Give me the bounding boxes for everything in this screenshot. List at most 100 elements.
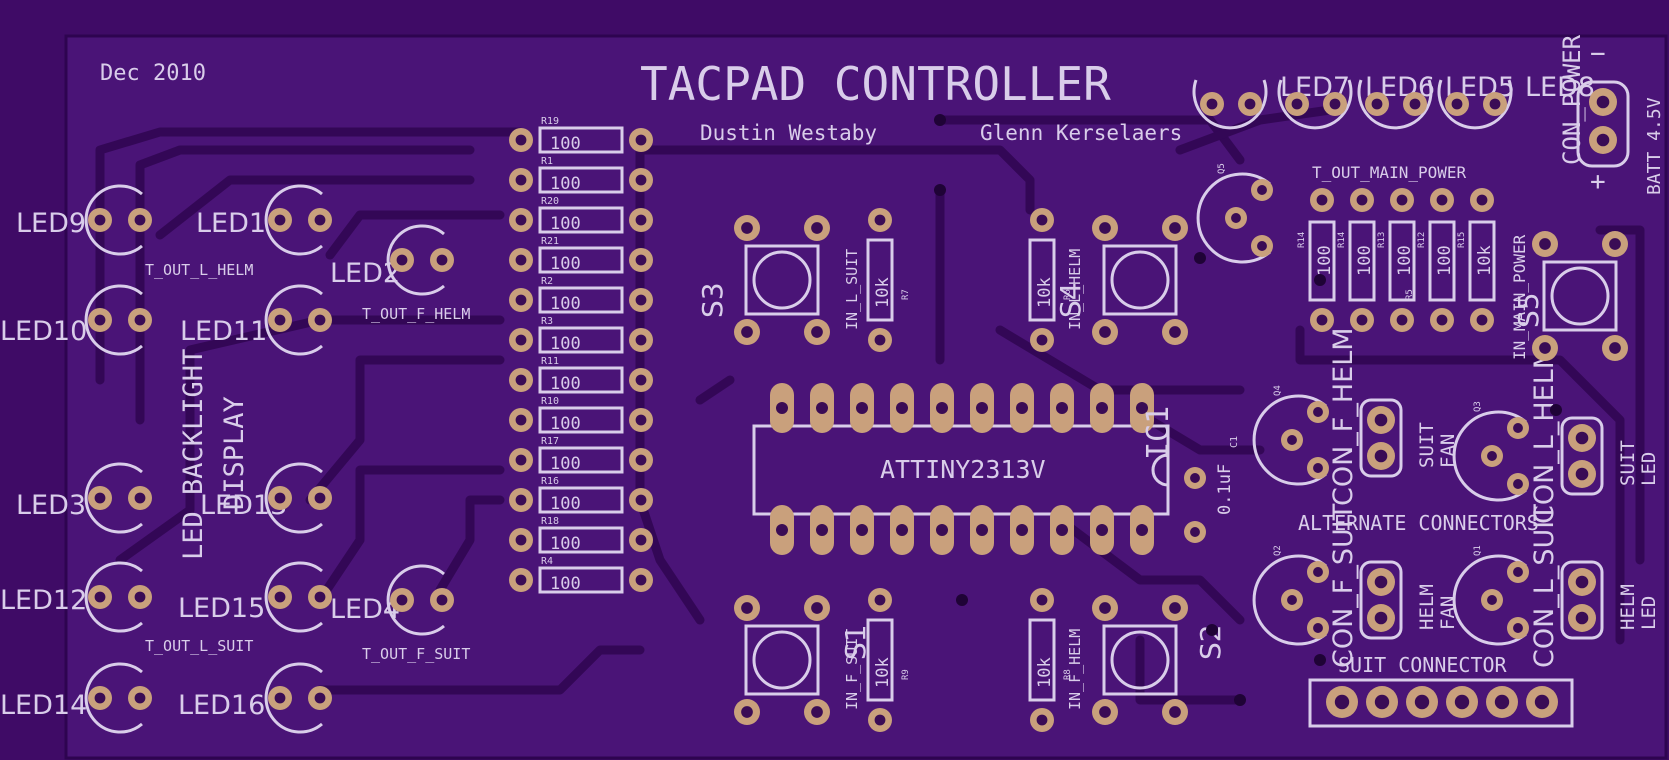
ic-pin-top[interactable] <box>1050 383 1074 433</box>
led-pad-anode[interactable] <box>1445 92 1469 116</box>
led-pad-cathode[interactable] <box>308 585 332 609</box>
ic-pin-top[interactable] <box>970 383 994 433</box>
led-pad-anode[interactable] <box>88 585 112 609</box>
resistor-pad[interactable] <box>629 128 653 152</box>
transistor-pad[interactable] <box>1281 429 1303 451</box>
transistor-pad[interactable] <box>1507 473 1529 495</box>
resistor-pad[interactable] <box>509 568 533 592</box>
connector-pad[interactable] <box>1367 604 1395 632</box>
led-pad-cathode[interactable] <box>1238 92 1262 116</box>
ic-pin-bottom[interactable] <box>1010 505 1034 555</box>
power-resistor-pad[interactable] <box>1470 308 1494 332</box>
transistor-pad[interactable] <box>1307 561 1329 583</box>
resistor-pad[interactable] <box>509 248 533 272</box>
connector-pad[interactable] <box>1568 424 1596 452</box>
led-pad-cathode[interactable] <box>308 486 332 510</box>
resistor-pad[interactable] <box>629 448 653 472</box>
led-pad-anode[interactable] <box>1200 92 1224 116</box>
resistor-pad[interactable] <box>629 568 653 592</box>
connector-pad[interactable] <box>1568 460 1596 488</box>
resistor-pad[interactable] <box>629 168 653 192</box>
led-pad-cathode[interactable] <box>128 308 152 332</box>
transistor-pad[interactable] <box>1307 617 1329 639</box>
ic-pin-bottom[interactable] <box>970 505 994 555</box>
switch-pad[interactable] <box>1162 319 1188 345</box>
resistor-pad[interactable] <box>629 208 653 232</box>
led-pad-cathode[interactable] <box>128 208 152 232</box>
transistor-pad[interactable] <box>1481 589 1503 611</box>
ic-pin-bottom[interactable] <box>850 505 874 555</box>
ic-pin-top[interactable] <box>930 383 954 433</box>
led-pad-anode[interactable] <box>88 486 112 510</box>
resistor-pad[interactable] <box>509 528 533 552</box>
power-resistor-pad[interactable] <box>1390 188 1414 212</box>
switch-pad[interactable] <box>734 319 760 345</box>
suit-connector-pad[interactable] <box>1326 686 1358 718</box>
transistor-pad[interactable] <box>1507 561 1529 583</box>
power-resistor-pad[interactable] <box>1350 308 1374 332</box>
resistor-pad[interactable] <box>509 368 533 392</box>
switch-pad[interactable] <box>1092 595 1118 621</box>
switch-pad[interactable] <box>1092 699 1118 725</box>
switch-pad[interactable] <box>1092 215 1118 241</box>
transistor-pad[interactable] <box>1481 445 1503 467</box>
transistor-pad[interactable] <box>1507 617 1529 639</box>
connector-pad[interactable] <box>1568 568 1596 596</box>
led-pad-anode[interactable] <box>268 308 292 332</box>
switch-pad[interactable] <box>1532 335 1558 361</box>
power-resistor-pad[interactable] <box>1390 308 1414 332</box>
pullup-pad[interactable] <box>1030 208 1054 232</box>
led-pad-anode[interactable] <box>268 208 292 232</box>
pads-layer[interactable] <box>88 88 1628 732</box>
pullup-pad[interactable] <box>868 588 892 612</box>
resistor-pad[interactable] <box>629 408 653 432</box>
transistor-pad[interactable] <box>1251 235 1273 257</box>
ic-pin-bottom[interactable] <box>1050 505 1074 555</box>
switch-pad[interactable] <box>1162 595 1188 621</box>
led-pad-cathode[interactable] <box>308 208 332 232</box>
resistor-pad[interactable] <box>629 328 653 352</box>
ic-pin-bottom[interactable] <box>810 505 834 555</box>
pullup-pad[interactable] <box>1030 708 1054 732</box>
resistor-pad[interactable] <box>629 368 653 392</box>
transistor-pad[interactable] <box>1251 179 1273 201</box>
switch-pad[interactable] <box>804 215 830 241</box>
cap-pad[interactable] <box>1184 467 1206 489</box>
connector-pad[interactable] <box>1367 406 1395 434</box>
resistor-pad[interactable] <box>509 408 533 432</box>
resistor-pad[interactable] <box>629 528 653 552</box>
ic-pin-top[interactable] <box>1010 383 1034 433</box>
suit-connector-pad[interactable] <box>1446 686 1478 718</box>
resistor-pad[interactable] <box>509 208 533 232</box>
led-pad-cathode[interactable] <box>430 248 454 272</box>
suit-connector-pad[interactable] <box>1406 686 1438 718</box>
ic-pin-top[interactable] <box>1090 383 1114 433</box>
switch-pad[interactable] <box>804 319 830 345</box>
pullup-pad[interactable] <box>868 708 892 732</box>
pullup-pad[interactable] <box>1030 588 1054 612</box>
connector-pad[interactable] <box>1568 604 1596 632</box>
ic-pin-top[interactable] <box>850 383 874 433</box>
ic-pin-bottom[interactable] <box>770 505 794 555</box>
connector-pad[interactable] <box>1367 568 1395 596</box>
transistor-pad[interactable] <box>1307 457 1329 479</box>
switch-pad[interactable] <box>1162 699 1188 725</box>
ic-pin-bottom[interactable] <box>930 505 954 555</box>
cap-pad[interactable] <box>1184 521 1206 543</box>
power-resistor-pad[interactable] <box>1310 308 1334 332</box>
led-pad-cathode[interactable] <box>128 686 152 710</box>
led-pad-anode[interactable] <box>268 486 292 510</box>
led-pad-anode[interactable] <box>88 686 112 710</box>
connector-pad[interactable] <box>1367 442 1395 470</box>
resistor-pad[interactable] <box>629 488 653 512</box>
led-pad-anode[interactable] <box>390 588 414 612</box>
led-pad-cathode[interactable] <box>1323 92 1347 116</box>
resistor-pad[interactable] <box>509 488 533 512</box>
suit-connector-pad[interactable] <box>1486 686 1518 718</box>
switch-pad[interactable] <box>1602 335 1628 361</box>
power-resistor-pad[interactable] <box>1430 188 1454 212</box>
led-pad-cathode[interactable] <box>128 585 152 609</box>
ic-pin-top[interactable] <box>890 383 914 433</box>
resistor-pad[interactable] <box>509 168 533 192</box>
transistor-pad[interactable] <box>1507 417 1529 439</box>
